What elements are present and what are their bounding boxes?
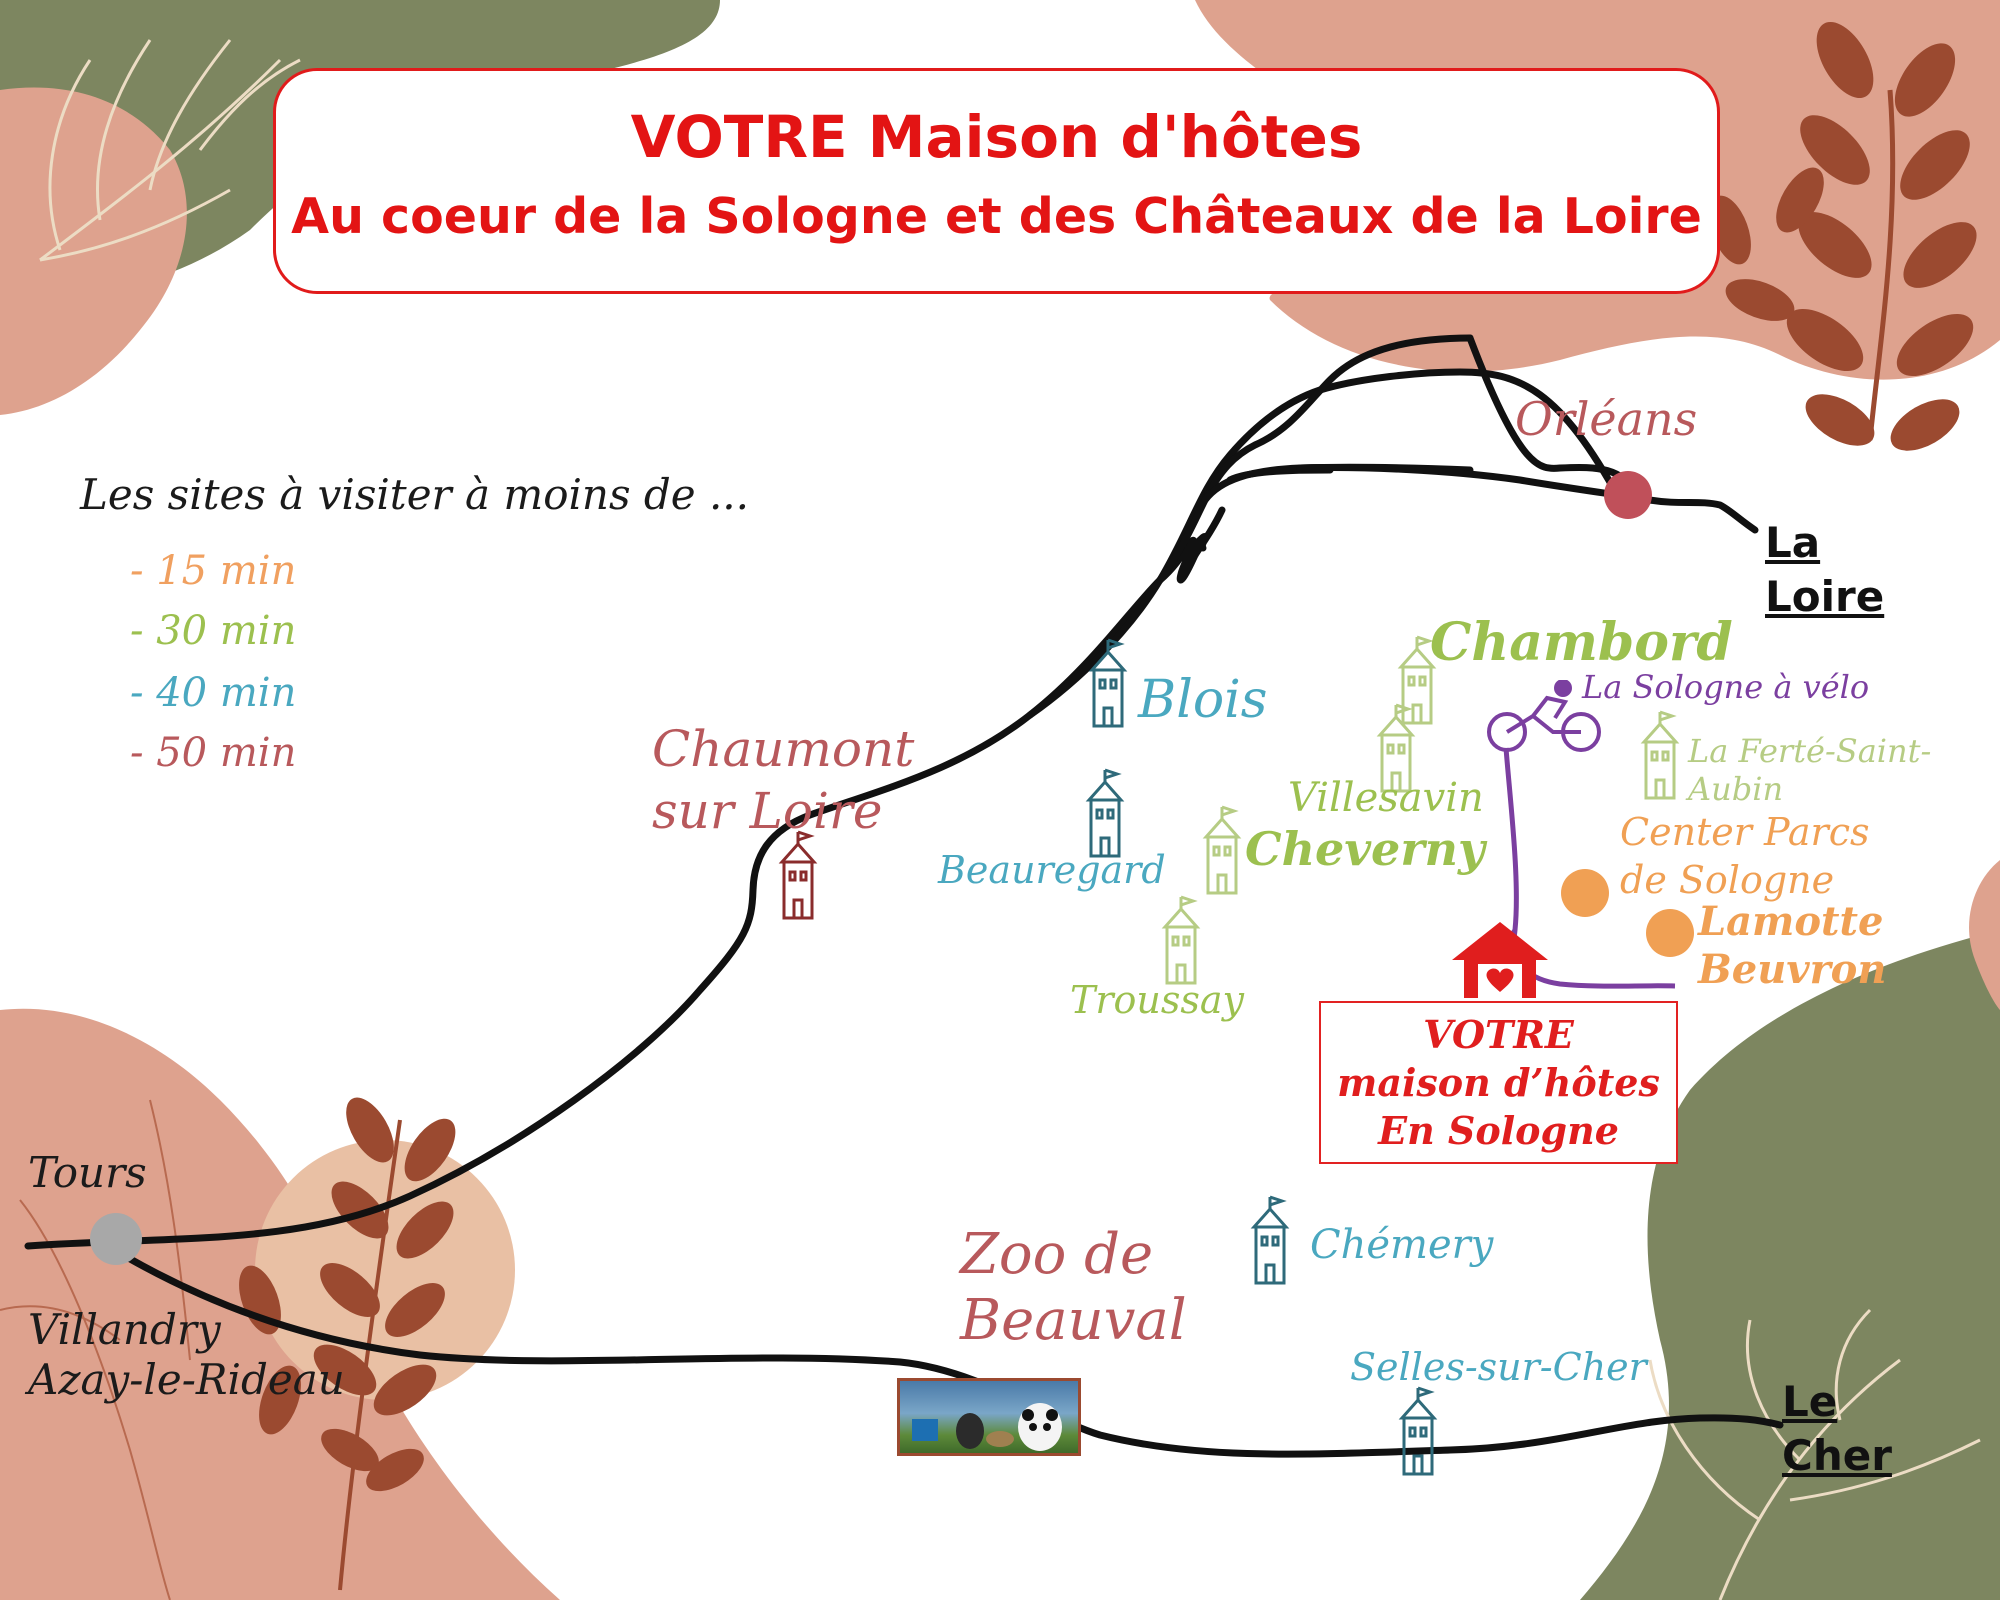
place-orleans: Orléans (1515, 392, 1698, 446)
brown-leaves-bottom-left (239, 1097, 456, 1591)
green-blob-right (1580, 930, 2000, 1600)
place-selles: Selles-sur-Cher (1350, 1345, 1647, 1389)
salmon-blob-top-left (0, 87, 187, 415)
place-azay: Azay-le-Rideau (28, 1355, 345, 1404)
guest-house-line2: maison d’hôtes (1337, 1060, 1660, 1105)
place-villesavin: Villesavin (1288, 775, 1484, 821)
place-center-parcs-line1: Center Parcs (1620, 810, 1870, 854)
river-loire-line2: Loire (1765, 572, 1885, 621)
legend-item-50: - 50 min (130, 730, 297, 776)
place-troussay: Troussay (1070, 978, 1244, 1022)
place-cheverny: Cheverny (1245, 822, 1485, 876)
legend-heading: Les sites à visiter à moins de ... (80, 470, 750, 519)
page-subtitle: Au coeur de la Sologne et des Châteaux d… (291, 188, 1702, 245)
place-beauregard: Beauregard (938, 848, 1166, 892)
loire-river-orleans (1296, 464, 1759, 534)
line-leaves-bottom-right (1648, 1308, 1981, 1600)
place-ferte: La Ferté-Saint- Aubin (1688, 732, 1931, 808)
river-cher-line2: Cher (1782, 1431, 1892, 1480)
lamotte-dot (1646, 909, 1694, 957)
place-lamotte: Lamotte Beuvron (1698, 898, 1886, 994)
legend-item-40: - 40 min (130, 670, 297, 716)
river-label-cher: Le Cher (1782, 1375, 1892, 1483)
loire-river-upper (1026, 368, 1624, 719)
guest-house-line1: VOTRE (1423, 1012, 1574, 1057)
place-chemery: Chémery (1310, 1222, 1494, 1268)
place-chaumont: Chaumont sur Loire (652, 718, 914, 842)
place-ferte-line1: La Ferté-Saint- (1688, 732, 1932, 770)
castle-icon (778, 830, 818, 920)
place-zoo-line1: Zoo de (960, 1222, 1154, 1287)
castle-icon (1085, 768, 1125, 858)
place-villandry-azay: Villandry Azay-le-Rideau (28, 1305, 345, 1405)
castle-icon (1202, 805, 1242, 895)
castle-icon (1398, 1386, 1438, 1476)
loire-river-simplified (1156, 334, 1474, 584)
castle-icon (1640, 710, 1680, 800)
place-sologne-velo: La Sologne à vélo (1582, 668, 1870, 706)
page-title: VOTRE Maison d'hôtes (630, 103, 1363, 171)
zoo-photo-icon (897, 1378, 1081, 1456)
castle-icon (1376, 703, 1416, 793)
salmon-blob-right-edge (1969, 860, 2000, 1010)
house-heart-icon (1448, 920, 1552, 1000)
castle-icon (1088, 638, 1128, 728)
place-lamotte-line2: Beuvron (1698, 946, 1887, 993)
tours-dot (90, 1213, 142, 1265)
brown-leaves-top-right (1709, 22, 1977, 451)
castle-icon (1250, 1195, 1290, 1285)
castle-icon (1161, 895, 1201, 985)
place-center-parcs-line2: de Sologne (1620, 858, 1835, 902)
river-cher-line1: Le (1782, 1377, 1838, 1426)
river-loire-line1: La (1765, 518, 1821, 567)
place-villandry: Villandry (28, 1305, 221, 1354)
place-tours: Tours (28, 1148, 147, 1197)
legend-item-15: - 15 min (130, 548, 297, 594)
place-chaumont-line2: sur Loire (652, 782, 883, 840)
guest-house-line3: En Sologne (1378, 1108, 1619, 1153)
place-ferte-line2: Aubin (1688, 770, 1784, 808)
title-banner: VOTRE Maison d'hôtes Au coeur de la Solo… (273, 68, 1720, 294)
place-chambord: Chambord (1430, 612, 1733, 673)
place-chaumont-line1: Chaumont (652, 720, 915, 778)
line-leaves-top-left (39, 39, 301, 262)
place-blois: Blois (1138, 670, 1268, 730)
legend-item-30: - 30 min (130, 608, 297, 654)
river-label-loire: La Loire (1765, 516, 1884, 624)
loire-river-top (1191, 506, 1226, 559)
orleans-dot (1604, 471, 1652, 519)
place-center-parcs: Center Parcs de Sologne (1620, 808, 1870, 904)
castle-icon (1397, 635, 1437, 725)
line-leaves-bottom-left (0, 1099, 191, 1600)
place-zoo-line2: Beauval (960, 1288, 1187, 1353)
center-parcs-dot (1561, 869, 1609, 917)
cyclist-icon (1485, 679, 1605, 755)
guest-house-label: VOTRE maison d’hôtes En Sologne (1319, 1001, 1678, 1164)
place-lamotte-line1: Lamotte (1698, 898, 1884, 945)
place-zoo: Zoo de Beauval (960, 1222, 1187, 1354)
